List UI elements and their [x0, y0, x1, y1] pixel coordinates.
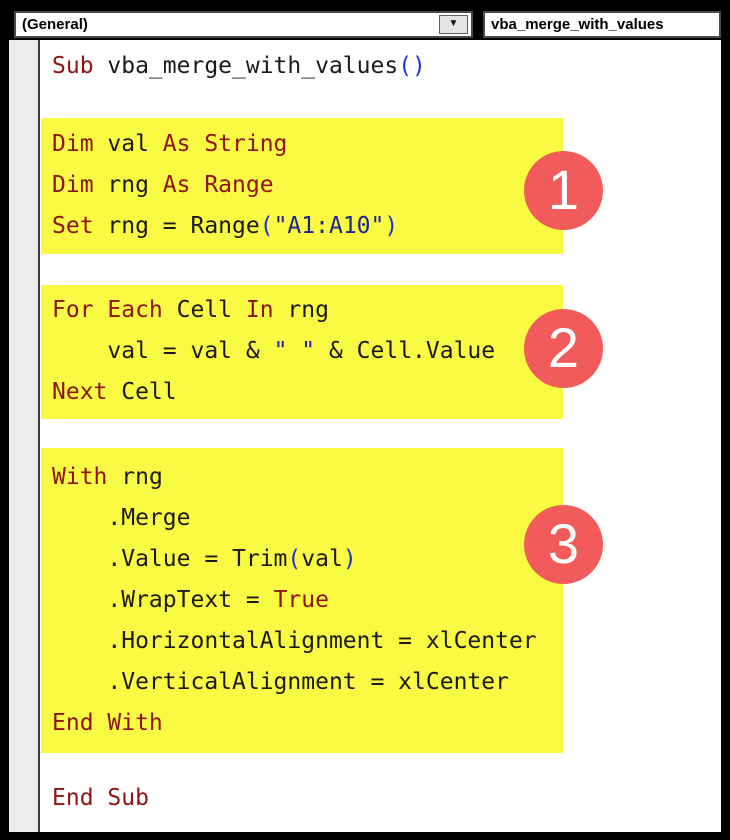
code-token: Dim: [52, 131, 108, 157]
code-line: For Each Cell In rng: [41, 290, 563, 331]
code-line: Next Cell: [41, 372, 563, 413]
code-token: As Range: [162, 172, 274, 198]
code-token: .Value = Trim: [52, 546, 288, 572]
sub-declaration-line: Sub vba_merge_with_values(): [52, 46, 426, 87]
procedure-dropdown-value: vba_merge_with_values: [491, 16, 664, 33]
code-token: Next: [52, 379, 122, 405]
code-token: .HorizontalAlignment = xlCenter: [52, 628, 537, 654]
code-token: With: [52, 464, 122, 490]
code-token: As String: [162, 131, 288, 157]
module-dropdown[interactable]: (General) ▼: [14, 11, 473, 38]
code-token: vba_merge_with_values: [107, 53, 399, 79]
code-line: With rng: [41, 457, 563, 498]
code-line: Set rng = Range("A1:A10"): [41, 206, 563, 247]
code-token: End Sub: [52, 785, 149, 811]
code-token: & Cell.Value: [315, 338, 496, 364]
procedure-dropdown[interactable]: vba_merge_with_values: [483, 11, 721, 38]
module-dropdown-value: (General): [22, 16, 88, 33]
code-token: .Merge: [52, 505, 191, 531]
code-token: Set: [52, 213, 108, 239]
code-line: .VerticalAlignment = xlCenter: [41, 662, 563, 703]
code-token: rng = Range: [107, 213, 260, 239]
step-badge-2: 2: [524, 309, 603, 388]
chevron-down-icon[interactable]: ▼: [439, 15, 468, 34]
code-token: (): [398, 53, 426, 79]
code-editor-area[interactable]: Sub vba_merge_with_values()Dim val As St…: [40, 40, 721, 832]
code-line: Dim rng As Range: [41, 165, 563, 206]
margin-indicator-bar[interactable]: [9, 40, 40, 832]
code-token: Cell: [121, 379, 177, 405]
code-token: In: [245, 297, 288, 323]
code-token: .WrapText =: [52, 587, 274, 613]
code-token: Dim: [52, 172, 108, 198]
code-line: Dim val As String: [41, 124, 563, 165]
code-token: End With: [52, 710, 163, 736]
code-token: True: [273, 587, 329, 613]
code-token: ): [342, 546, 357, 572]
code-line: .Value = Trim(val): [41, 539, 563, 580]
code-token: " ": [273, 338, 316, 364]
with-range-block: With rng .Merge .Value = Trim(val) .Wrap…: [41, 448, 563, 753]
code-token: rng: [287, 297, 329, 323]
code-token: rng: [121, 464, 163, 490]
code-line: .Merge: [41, 498, 563, 539]
code-token: .VerticalAlignment = xlCenter: [52, 669, 509, 695]
code-token: "A1:A10": [273, 213, 385, 239]
code-token: ): [384, 213, 399, 239]
code-token: (: [287, 546, 302, 572]
code-line: .WrapText = True: [41, 580, 563, 621]
code-line: End With: [41, 703, 563, 744]
for-each-loop-block: For Each Cell In rng val = val & " " & C…: [41, 285, 563, 419]
step-badge-3: 3: [524, 505, 603, 584]
code-line: val = val & " " & Cell.Value: [41, 331, 563, 372]
code-token: Cell: [176, 297, 246, 323]
code-token: For Each: [52, 297, 177, 323]
step-badge-1: 1: [524, 151, 603, 230]
end-sub-line: End Sub: [52, 778, 149, 819]
code-token: rng: [107, 172, 163, 198]
code-line: .HorizontalAlignment = xlCenter: [41, 621, 563, 662]
code-token: Sub: [52, 53, 108, 79]
code-token: val = val &: [52, 338, 274, 364]
code-token: (: [259, 213, 274, 239]
code-token: val: [301, 546, 343, 572]
code-token: val: [107, 131, 163, 157]
